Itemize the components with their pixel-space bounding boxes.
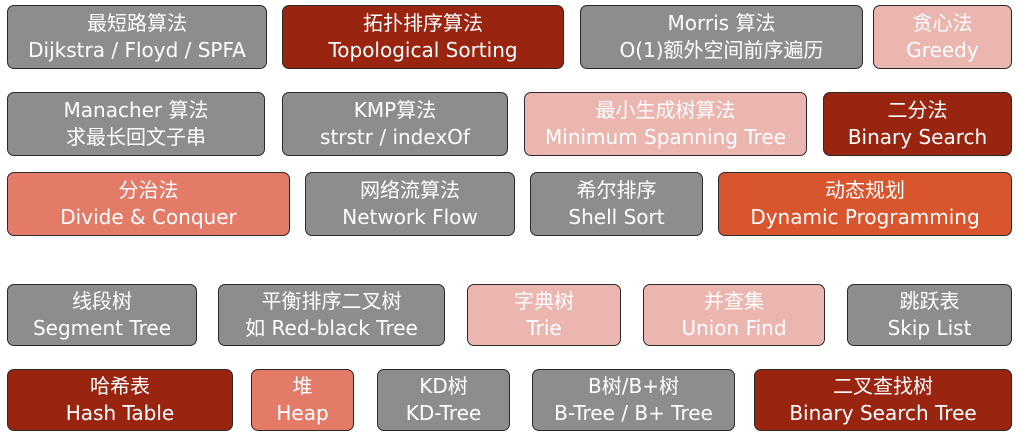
- tile-title-zh: 最短路算法: [87, 11, 187, 35]
- tile-shortest-path: 最短路算法 Dijkstra / Floyd / SPFA: [7, 5, 267, 69]
- tile-network-flow: 网络流算法 Network Flow: [305, 172, 515, 236]
- tile-title-en: B-Tree / B+ Tree: [554, 401, 713, 425]
- tile-greedy: 贪心法 Greedy: [873, 5, 1012, 69]
- tile-binary-search: 二分法 Binary Search: [823, 92, 1012, 156]
- tile-title-en: Heap: [276, 401, 329, 425]
- tile-title-zh: 平衡排序二叉树: [261, 289, 402, 313]
- tile-title-zh: 拓扑排序算法: [363, 11, 483, 35]
- tile-title-zh: 网络流算法: [360, 178, 460, 202]
- tile-title-en: strstr / indexOf: [320, 125, 470, 149]
- tile-title-zh: 字典树: [514, 289, 574, 313]
- tile-title-en: Dynamic Programming: [750, 205, 980, 229]
- tile-segment-tree: 线段树 Segment Tree: [7, 284, 197, 346]
- tile-title-en: Hash Table: [65, 401, 175, 425]
- tile-title-en: Shell Sort: [568, 205, 665, 229]
- tile-title-en: Network Flow: [342, 205, 478, 229]
- tile-title-en: Skip List: [887, 316, 972, 340]
- tile-title-en: Union Find: [681, 316, 787, 340]
- tile-manacher: Manacher 算法 求最长回文子串: [7, 92, 265, 156]
- tile-title-zh: 哈希表: [90, 374, 150, 398]
- tile-title-en: Minimum Spanning Tree: [545, 125, 786, 149]
- tile-divide-conquer: 分治法 Divide & Conquer: [7, 172, 290, 236]
- tile-title-en: Dijkstra / Floyd / SPFA: [28, 38, 246, 62]
- tile-balanced-bst: 平衡排序二叉树 如 Red-black Tree: [218, 284, 445, 346]
- tile-title-zh: B树/B+树: [588, 374, 679, 398]
- tile-title-zh: 二分法: [887, 98, 948, 122]
- tile-kmp: KMP算法 strstr / indexOf: [282, 92, 508, 156]
- tile-title-zh: Morris 算法: [667, 11, 776, 35]
- tile-title-en: 如 Red-black Tree: [245, 316, 418, 340]
- tile-title-en: Trie: [526, 316, 562, 340]
- tile-topological-sorting: 拓扑排序算法 Topological Sorting: [282, 5, 564, 69]
- tile-title-en: 求最长回文子串: [66, 125, 206, 149]
- tile-title-en: Binary Search: [847, 125, 988, 149]
- tile-kd-tree: KD树 KD-Tree: [377, 369, 510, 431]
- tile-b-tree: B树/B+树 B-Tree / B+ Tree: [532, 369, 735, 431]
- tile-title-en: KD-Tree: [405, 401, 482, 425]
- tile-title-zh: 堆: [292, 374, 313, 398]
- tile-title-zh: 并查集: [704, 289, 764, 313]
- tile-title-zh: 贪心法: [912, 11, 973, 35]
- tile-title-zh: 最小生成树算法: [595, 98, 736, 122]
- tile-morris: Morris 算法 O(1)额外空间前序遍历: [580, 5, 863, 69]
- tile-title-zh: 跳跃表: [899, 289, 960, 313]
- tile-title-zh: 二叉查找树: [833, 374, 933, 398]
- tile-title-zh: Manacher 算法: [63, 98, 209, 122]
- tile-title-en: Topological Sorting: [328, 38, 518, 62]
- tile-title-zh: 分治法: [118, 178, 179, 202]
- tile-title-en: Binary Search Tree: [789, 401, 977, 425]
- tile-title-zh: 线段树: [72, 289, 132, 313]
- tile-shell-sort: 希尔排序 Shell Sort: [530, 172, 703, 236]
- tile-hash-table: 哈希表 Hash Table: [7, 369, 233, 431]
- tile-minimum-spanning-tree: 最小生成树算法 Minimum Spanning Tree: [524, 92, 807, 156]
- tile-title-en: O(1)额外空间前序遍历: [619, 38, 824, 62]
- tile-title-zh: KD树: [419, 374, 468, 398]
- tile-title-zh: 希尔排序: [576, 178, 657, 202]
- tile-title-en: Divide & Conquer: [60, 205, 237, 229]
- tile-dynamic-programming: 动态规划 Dynamic Programming: [718, 172, 1012, 236]
- tile-binary-search-tree: 二叉查找树 Binary Search Tree: [754, 369, 1012, 431]
- tile-title-en: Segment Tree: [32, 316, 172, 340]
- tile-title-zh: KMP算法: [353, 98, 437, 122]
- tile-union-find: 并查集 Union Find: [643, 284, 825, 346]
- tile-trie: 字典树 Trie: [467, 284, 621, 346]
- tile-title-en: Greedy: [906, 38, 979, 62]
- tile-title-zh: 动态规划: [825, 178, 905, 202]
- tile-heap: 堆 Heap: [251, 369, 354, 431]
- tile-skip-list: 跳跃表 Skip List: [847, 284, 1012, 346]
